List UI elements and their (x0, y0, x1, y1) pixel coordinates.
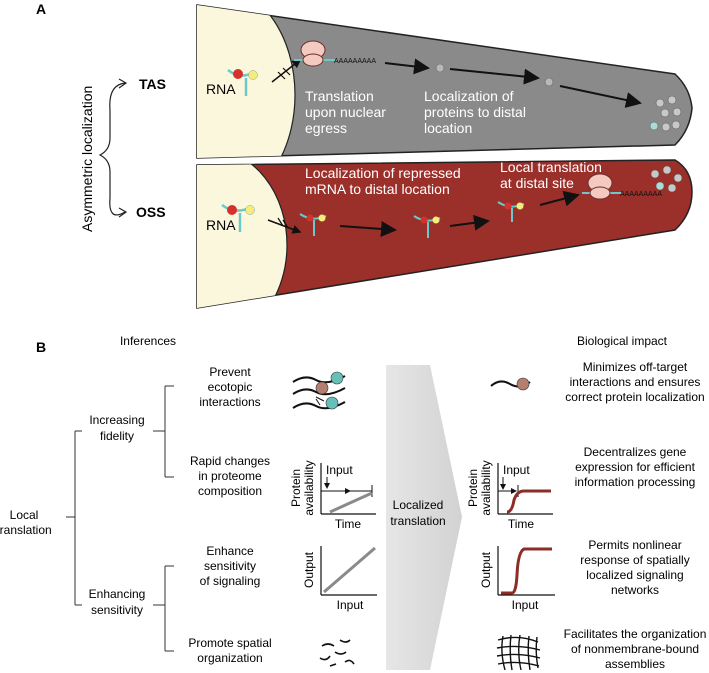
branch2-line1: Enhancing (89, 587, 146, 601)
leaf1-line1: Prevent (209, 365, 251, 379)
leaf1-line3: interactions (199, 395, 260, 409)
graph-right-xlabel: Time (508, 517, 535, 531)
oss-nucleus (197, 160, 288, 308)
impact2-line1: Decentralizes gene (584, 445, 687, 459)
impact4-line3: assemblies (605, 657, 665, 671)
oss-text2-line1: Local translation (500, 159, 602, 175)
oss-text2-line2: at distal site (500, 175, 574, 191)
arrow-label-line2: translation (390, 514, 445, 528)
panel-a-label: A (36, 1, 46, 17)
leaf3-line1: Enhance (206, 544, 254, 558)
rna-label-top: RNA (206, 81, 236, 97)
scattered-fibers-icon (319, 639, 355, 667)
repressed-mrna-icon (413, 215, 441, 238)
leaf2-line2: in proteome (198, 469, 262, 483)
leaf1-line2: ecotopic (208, 380, 253, 394)
graph-left-output: Output Input (302, 546, 377, 612)
tas-arrow-1 (384, 58, 430, 75)
branch1-line1: Increasing (89, 413, 144, 427)
rna-icon-bottom (221, 203, 255, 232)
tas-text1-line3: egress (305, 120, 347, 136)
graph-left2-ylabel: Output (302, 551, 316, 588)
impact1-line1: Minimizes off-target (583, 360, 688, 374)
leaf2-line1: Rapid changes (190, 454, 270, 468)
graph-right-protein-availability: Input Protein availability Time (466, 460, 553, 531)
tas-arrow-2 (449, 68, 540, 85)
polya-bottom: AAAAAAAAA (620, 191, 662, 198)
localized-translation-arrow (386, 365, 462, 670)
targeted-interaction-icon (490, 377, 531, 391)
impact1-line2: interactions and ensures (570, 375, 701, 389)
impact1-line3: correct protein localization (565, 390, 704, 404)
impact2-line3: information processing (575, 475, 696, 489)
ribosome-icon-top (294, 40, 335, 67)
mesh-network-icon (496, 634, 541, 671)
graph-right2-ylabel: Output (479, 551, 493, 588)
protein-dot (544, 77, 554, 87)
tree-brackets (66, 385, 174, 652)
branch2-line2: sensitivity (91, 603, 143, 617)
root-line2: translation (0, 523, 52, 537)
leaf3-line2: sensitivity (204, 559, 256, 573)
rna-label-bottom: RNA (206, 217, 236, 233)
ecotopic-interaction-icon (292, 371, 346, 410)
polya-top: AAAAAAAAA (334, 58, 376, 65)
protein-cluster-top (649, 95, 682, 132)
repressed-mrna-icon (497, 201, 525, 222)
graph-left-ylabel2: availability (302, 460, 316, 515)
protein-dot (435, 63, 445, 73)
brace-arrow-top (118, 78, 128, 89)
rna-icon-top (227, 69, 258, 96)
arrow-label-line1: Localized (393, 498, 444, 512)
graph-left-ylabel1: Protein (289, 469, 303, 507)
side-label: Asymmetric localization (79, 86, 95, 232)
curly-brace (98, 82, 126, 216)
impact-header: Biological impact (577, 334, 668, 348)
inferences-header: Inferences (120, 334, 176, 348)
leaf4-line1: Promote spatial (188, 636, 271, 650)
tas-text2-line2: proteins to distal (424, 104, 526, 120)
leaf4-line2: organization (197, 651, 262, 665)
leaf3-line3: of signaling (200, 574, 261, 588)
impact3-line3: localized signaling (586, 568, 683, 582)
graph-left-input: Input (326, 463, 353, 477)
protein-cluster-bottom (650, 165, 683, 193)
oss-arrow-2 (449, 214, 490, 231)
tas-text2-line3: location (424, 120, 472, 136)
oss-label: OSS (136, 204, 166, 220)
brace-arrow-bottom (118, 207, 128, 218)
graph-right-output: Output Input (479, 546, 555, 612)
tas-text2-line1: Localization of (424, 88, 514, 104)
branch1-line2: fidelity (100, 429, 134, 443)
impact2-line2: expression for efficient (575, 460, 696, 474)
impact4-line1: Facilitates the organization (564, 627, 707, 641)
graph-left2-xlabel: Input (337, 598, 364, 612)
tas-text1-line2: upon nuclear (305, 104, 386, 120)
graph-right-input: Input (503, 463, 530, 477)
tas-label: TAS (139, 76, 166, 92)
impact3-line4: networks (611, 583, 659, 597)
tas-nucleus (197, 5, 296, 158)
graph-right-ylabel1: Protein (466, 469, 480, 507)
oss-text1-line2: mRNA to distal location (305, 181, 450, 197)
oss-arrow-1 (339, 221, 397, 237)
ribosome-icon-bottom (582, 173, 622, 200)
root-line1: Local (10, 508, 39, 522)
repressed-mrna-icon (299, 213, 327, 236)
impact3-line1: Permits nonlinear (588, 538, 681, 552)
tas-arrow-3 (559, 85, 642, 108)
panel-b-label: B (36, 339, 46, 355)
graph-left-protein-availability: Input Protein availability Time (289, 460, 376, 531)
graph-right-ylabel2: availability (479, 460, 493, 515)
egress-arrow-bottom (267, 219, 302, 234)
impact3-line2: response of spatially (580, 553, 689, 567)
oss-text1-line1: Localization of repressed (305, 165, 461, 181)
graph-left-xlabel: Time (335, 517, 362, 531)
impact4-line2: of nonmembrane-bound (571, 642, 699, 656)
tas-text1-line1: Translation (305, 88, 374, 104)
graph-right2-xlabel: Input (512, 598, 539, 612)
leaf2-line3: composition (198, 484, 262, 498)
oss-arrow-3 (539, 190, 580, 207)
